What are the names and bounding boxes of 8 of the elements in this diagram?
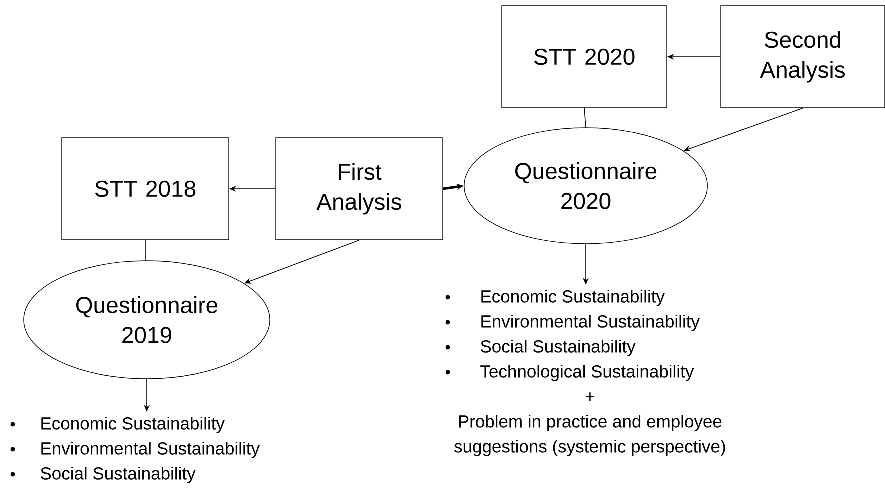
- process-box: STT 2018: [62, 138, 230, 240]
- connector-line: [145, 240, 146, 262]
- connector-line: [584, 108, 586, 128]
- bullet-list: Economic Sustainability Environmental Sustainability Social Sustainability Technological Sustainability + Problem in practice and employee suggestions (systemic perspective): [454, 290, 726, 456]
- process-box: First Analysis: [276, 138, 444, 240]
- bullet-list: Economic Sustainability Environmental Sustainability Social Sustainability: [41, 417, 260, 484]
- process-box: STT 2020: [502, 6, 668, 108]
- process-box: Second Analysis: [720, 6, 885, 108]
